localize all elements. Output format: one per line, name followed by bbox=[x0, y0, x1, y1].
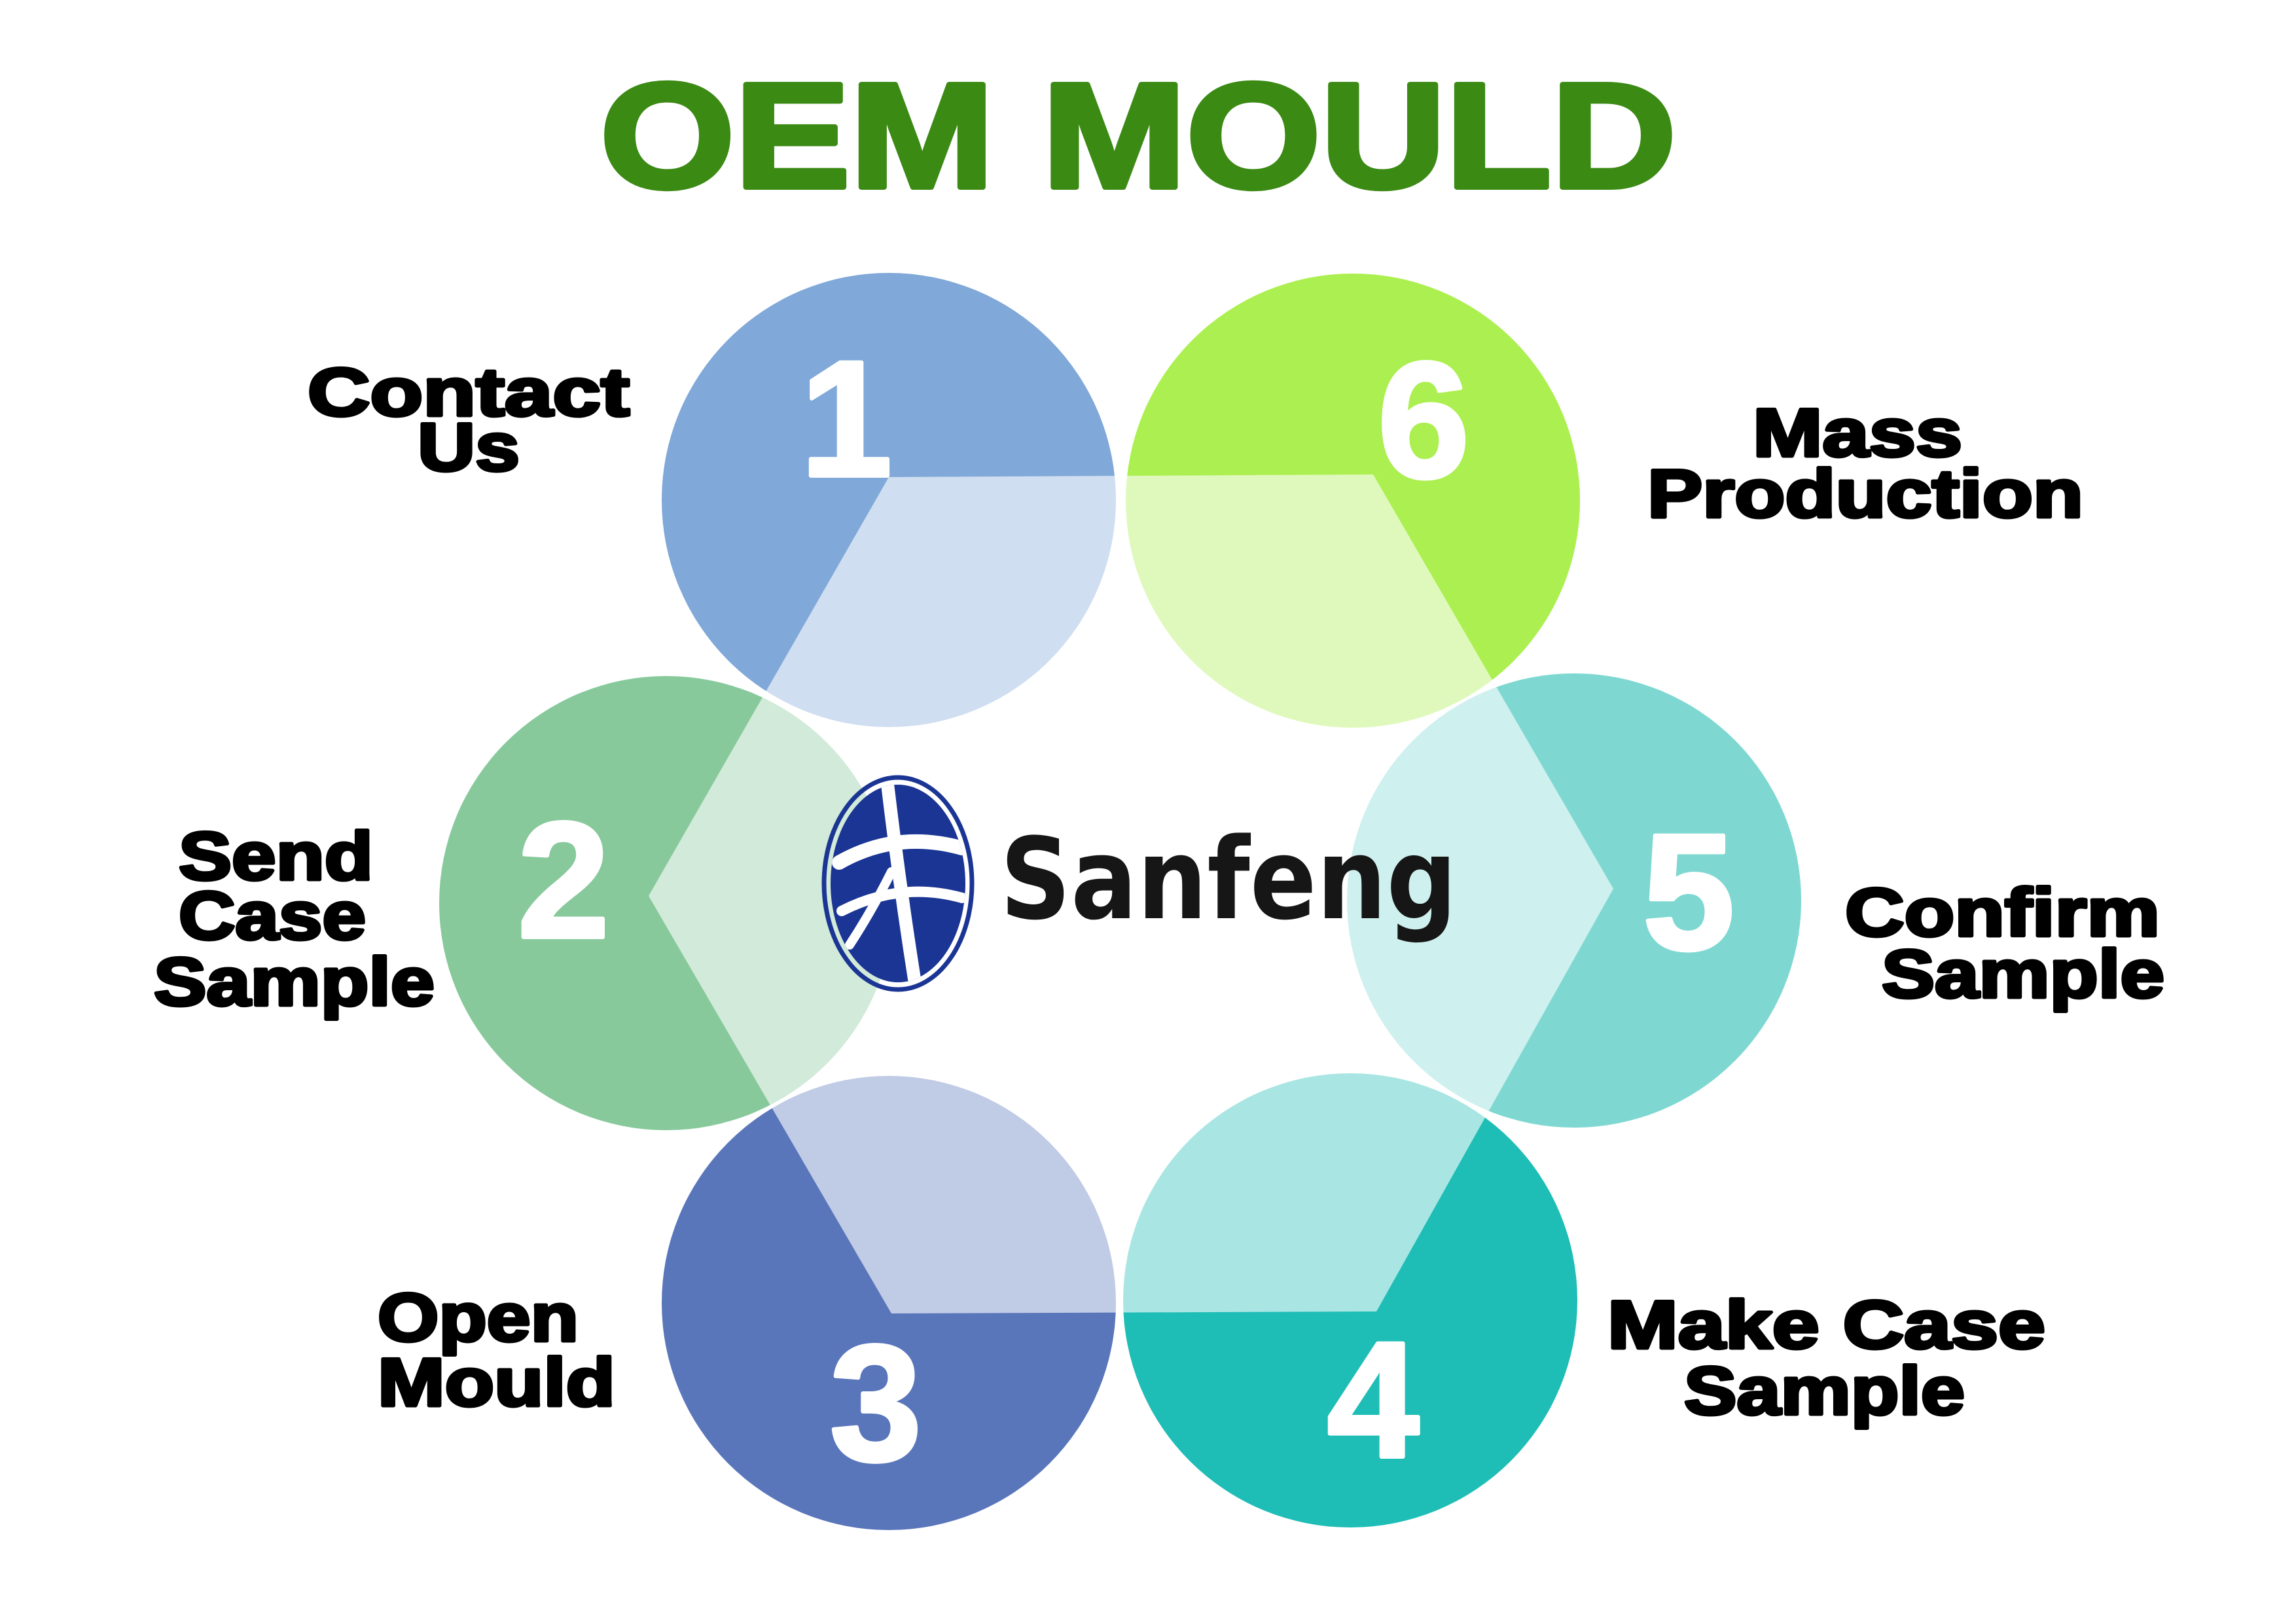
step-1-number: 1 bbox=[800, 327, 892, 511]
step-6-label: Mass Production bbox=[1646, 394, 2085, 534]
step-2-number: 2 bbox=[518, 789, 609, 972]
step-3-label: Open Mould bbox=[376, 1279, 617, 1423]
step-2-label-line: Sample bbox=[154, 944, 435, 1020]
sanfeng-emblem-icon bbox=[821, 775, 975, 992]
step-5-label-line: Sample bbox=[1882, 936, 2164, 1012]
step-5-number: 5 bbox=[1643, 800, 1734, 984]
brand-name: Sanfeng bbox=[1000, 813, 1457, 945]
step-3-number: 3 bbox=[830, 1311, 922, 1495]
step-4-label-line: Make Case bbox=[1607, 1287, 2045, 1363]
center-hexagon-overlay bbox=[649, 474, 1613, 1313]
brand-logo: Sanfeng bbox=[821, 775, 1457, 992]
emblem-outer-ring bbox=[821, 775, 975, 992]
step-3-label-line: Mould bbox=[378, 1345, 615, 1421]
step-4-label-line: Sample bbox=[1684, 1353, 1965, 1429]
step-1-label-line: Contact bbox=[308, 355, 630, 431]
step-4-label: Make Case Sample bbox=[1606, 1286, 2047, 1431]
step-6-label-line: Mass bbox=[1753, 395, 1962, 471]
step-2-label: Send Case Sample bbox=[152, 817, 437, 1022]
emblem-vertical-stroke bbox=[881, 785, 922, 982]
emblem-upper-arc bbox=[832, 834, 965, 870]
step-3-label-line: Open bbox=[378, 1280, 579, 1356]
diagram-title: OEM MOULD bbox=[600, 53, 1676, 219]
emblem-diagonal-stroke bbox=[845, 867, 896, 950]
step-1-label: Contact Us bbox=[306, 353, 632, 488]
step-6-number: 6 bbox=[1378, 329, 1469, 512]
step-4-number: 4 bbox=[1327, 1308, 1419, 1492]
emblem-lower-arc bbox=[836, 886, 965, 916]
step-5-label: Confirm Sample bbox=[1844, 874, 2166, 1014]
step-2-label-line: Send bbox=[179, 819, 373, 895]
step-6-label-line: Production bbox=[1647, 456, 2083, 532]
step-2-label-line: Case bbox=[179, 878, 366, 954]
step-numbers: 1 2 3 4 5 6 bbox=[516, 325, 1736, 1497]
step-1-label-line: Us bbox=[418, 410, 520, 486]
step-5-label-line: Confirm bbox=[1845, 875, 2160, 951]
